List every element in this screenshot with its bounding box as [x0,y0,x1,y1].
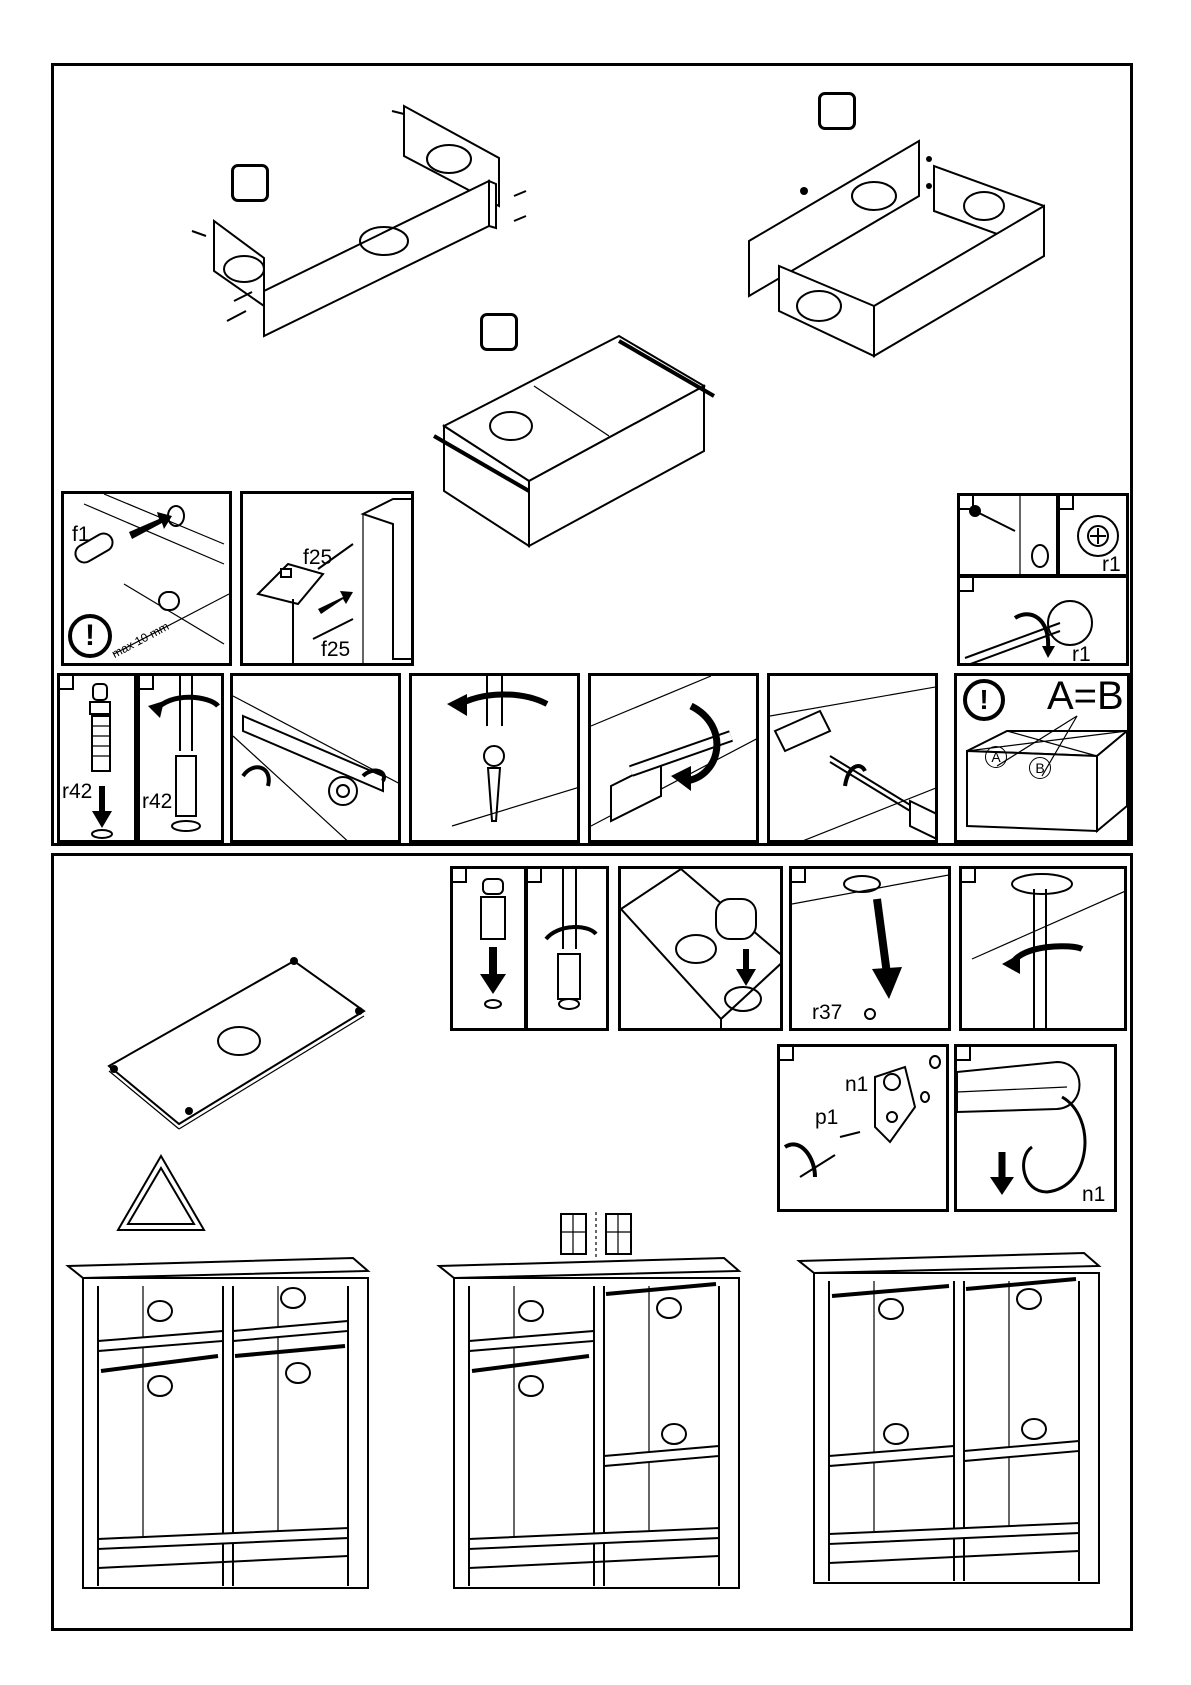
runner-fix-panel [230,673,401,843]
part-label-n1-bottom: n1 [1082,1184,1105,1205]
drawer-box-drawing [744,101,1074,331]
handle-fix-panel [767,673,938,843]
dowel-detail-panel: f1 ! max 10 mm [61,491,232,666]
part-label-f25-top: f25 [303,547,332,568]
top-panel-drawing [104,956,404,1136]
part-label-n1-top: n1 [845,1074,868,1095]
wardrobe-variant-1 [63,1256,373,1596]
rod-hook-panel: n1 [954,1044,1117,1212]
part-label-f1: f1 [72,524,90,545]
part-label-r1-top: r1 [1102,554,1121,575]
part-label-r1-bottom: r1 [1072,644,1091,665]
mirror-layout-icon [559,1212,634,1257]
part-label-r37: r37 [812,1002,842,1023]
warning-triangle-icon [116,1154,206,1234]
part-label-r42-right: r42 [142,791,172,812]
exclamation-icon: ! [68,614,112,658]
bottom-section: r37 n1 [51,853,1133,1631]
wardrobe-variant-2 [434,1256,744,1596]
cam-turn-panel: r1 [957,575,1129,666]
drawer-runners-drawing [414,341,734,561]
glide-insert-panel [450,866,527,1031]
diagonal-a-marker: A [985,746,1007,768]
cam-housing-panel [618,866,783,1031]
hanger-turn-panel [959,866,1127,1031]
drawer-sides-drawing [134,96,534,356]
rod-bracket-panel: n1 p1 [777,1044,949,1212]
hammer-nail-panel: f25 f25 [240,491,414,666]
diagonal-b-marker: B [1029,757,1051,779]
handle-screw-panel [588,673,759,843]
equal-diagonals-note: A=B [1047,676,1124,716]
part-label-r42-left: r42 [62,781,92,802]
cam-lock-panel: r1 [1057,493,1129,577]
part-label-f25-bottom: f25 [321,639,350,660]
cam-insert-panel [957,493,1059,577]
screwdriver-panel [409,673,580,843]
wardrobe-variant-3 [794,1251,1104,1591]
top-section: f1 ! max 10 mm f25 f25 [51,63,1133,846]
part-label-p1: p1 [815,1107,838,1128]
connector-insert-panel: r42 [57,673,137,843]
hanger-screw-panel: r37 [789,866,951,1031]
diagonal-check-panel: ! A=B A B [954,673,1130,843]
exclamation-icon: ! [963,679,1005,721]
connector-screw-panel: r42 [137,673,224,843]
glide-screw-panel [525,866,609,1031]
